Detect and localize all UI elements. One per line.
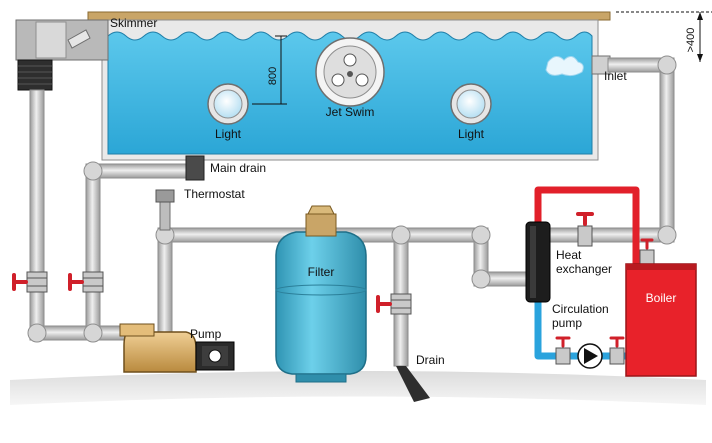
drain-label: Drain [416, 353, 445, 367]
drain-valve-handle[interactable] [376, 295, 392, 313]
light-left: Light [207, 83, 249, 141]
pump-label: Pump [190, 327, 222, 341]
jet-swim-label: Jet Swim [326, 105, 375, 119]
heat-exchanger: Heat exchanger [525, 221, 612, 303]
return-valve[interactable] [576, 212, 594, 247]
light-right-label: Light [458, 127, 485, 141]
hot-water-loop [534, 186, 640, 264]
light-right: Light [450, 83, 492, 141]
flow-arrow-icon [584, 348, 598, 364]
thermostat-label: Thermostat [184, 187, 245, 201]
main-drain-valve[interactable] [68, 271, 104, 293]
inlet-height-dimension: >400 [616, 11, 712, 62]
main-drain-valve-handle[interactable] [68, 273, 84, 291]
depth-value: 800 [267, 67, 279, 85]
filter-label: Filter [308, 265, 335, 279]
inlet-splash [545, 56, 584, 77]
ground [10, 371, 706, 405]
circulation-pump-label-2: pump [552, 316, 582, 330]
light-left-label: Light [215, 127, 242, 141]
circulation-pump: Circulation pump [552, 302, 625, 369]
pool-rim [87, 11, 611, 21]
jet-swim: Jet Swim [315, 37, 385, 119]
skimmer: Skimmer [15, 16, 157, 91]
filter-multiport-valve[interactable] [305, 213, 337, 237]
depth-dimension: 800 [252, 35, 287, 105]
inlet-height-value: >400 [685, 28, 697, 53]
filter: Filter [275, 205, 367, 383]
skimmer-valve[interactable] [12, 271, 48, 293]
heat-exchanger-label-2: exchanger [556, 262, 612, 276]
main-drain-label: Main drain [210, 161, 266, 175]
main-drain-outlet [185, 155, 205, 181]
skimmer-basket [17, 59, 53, 91]
boiler: Boiler [625, 263, 697, 377]
skimmer-pipe [29, 89, 45, 331]
drain-valve[interactable] [376, 293, 412, 315]
return-valve-handle[interactable] [576, 212, 594, 226]
circulation-pump-label-1: Circulation [552, 302, 609, 316]
boiler-feed-valve[interactable] [639, 238, 655, 265]
heat-exchanger-label-1: Heat [556, 248, 582, 262]
thermostat: Thermostat [155, 187, 245, 231]
boiler-label: Boiler [646, 291, 677, 305]
skimmer-valve-handle[interactable] [12, 273, 28, 291]
pump: Pump [119, 323, 235, 373]
drain-outlet [396, 366, 430, 402]
skimmer-label: Skimmer [110, 16, 157, 30]
